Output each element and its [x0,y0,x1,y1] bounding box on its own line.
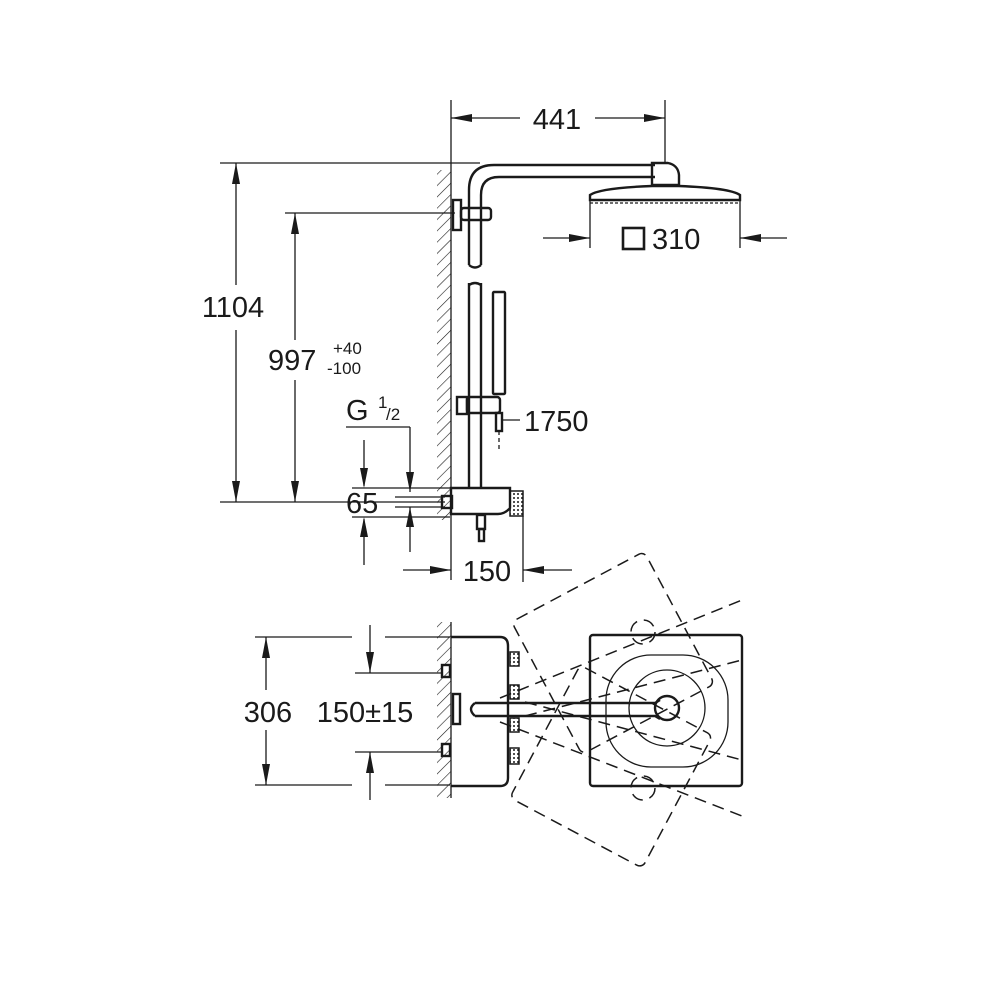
plan-view [437,552,744,867]
dim-306-label: 306 [244,697,292,729]
dim-150-label: 150 [463,556,511,588]
dim-441-label: 441 [533,104,581,136]
dim-150-15-label: 150±15 [317,697,414,729]
square-icon [621,226,646,251]
dim-65-label: 65 [346,488,378,520]
dimension-heights: 1104 997 +40 -100 [202,162,480,503]
dim-310-label: 310 [652,224,700,256]
thread-numerator: 1 [378,393,387,412]
dim-997-tol-minus: -100 [327,359,361,378]
thread-g-label: G [346,395,369,427]
dimension-150: 150 [403,516,572,588]
dim-997-tol-plus: +40 [333,339,362,358]
shower-column [440,161,742,543]
dimension-plan: 306 150±15 [244,625,450,800]
dim-997-label: 997 [268,345,316,377]
dim-1750-label: 1750 [524,406,589,438]
dim-1104-label: 1104 [202,292,264,324]
thread-denominator: /2 [386,405,400,424]
dimension-441: 441 [451,100,666,162]
dimension-310: 310 [543,200,787,256]
dimension-inlet: G 1 /2 65 [346,393,450,565]
